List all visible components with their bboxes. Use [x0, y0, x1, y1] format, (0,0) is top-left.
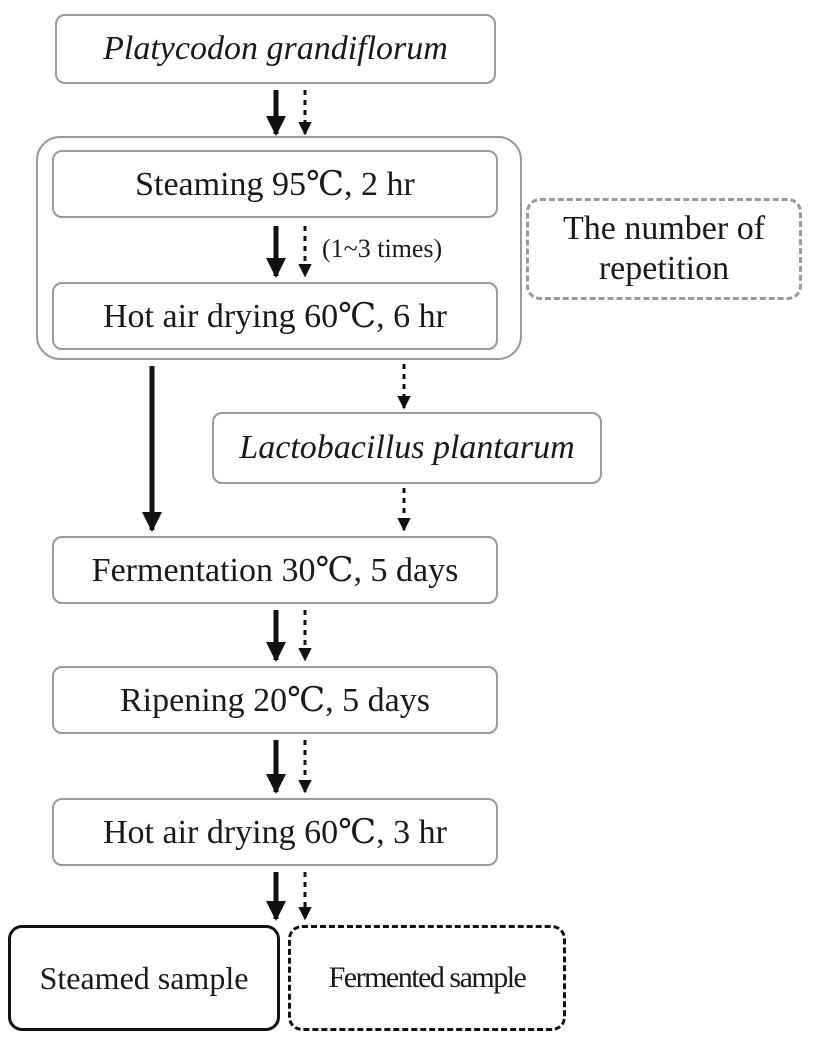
drying-1-label: Hot air drying 60℃, 6 hr	[103, 298, 447, 335]
repeat-count-note: (1~3 times)	[322, 234, 443, 263]
start-box: Platycodon grandiflorum	[55, 14, 496, 84]
fermented-sample-box: Fermented sample	[288, 925, 566, 1031]
repetition-note-box: The number of repetition	[526, 198, 802, 300]
start-label: Platycodon grandiflorum	[103, 30, 448, 67]
fermentation-label: Fermentation 30℃, 5 days	[91, 552, 459, 589]
inoculum-box: Lactobacillus plantarum	[212, 412, 602, 484]
ripening-label: Ripening 20℃, 5 days	[119, 682, 431, 719]
drying-1-box: Hot air drying 60℃, 6 hr	[52, 282, 498, 350]
drying-2-box: Hot air drying 60℃, 3 hr	[52, 798, 498, 866]
repetition-group	[36, 136, 522, 360]
steamed-sample-label: Steamed sample	[39, 959, 249, 996]
steamed-sample-box: Steamed sample	[8, 925, 280, 1031]
fermentation-box: Fermentation 30℃, 5 days	[52, 536, 498, 604]
drying-2-label: Hot air drying 60℃, 3 hr	[103, 814, 447, 851]
repetition-note-line2: repetition	[598, 250, 730, 287]
ripening-box: Ripening 20℃, 5 days	[52, 666, 498, 734]
repetition-note-line1: The number of	[562, 210, 766, 247]
fermented-sample-label: Fermented sample	[328, 961, 527, 994]
steaming-box: Steaming 95℃, 2 hr	[52, 150, 498, 218]
inoculum-label: Lactobacillus plantarum	[239, 429, 575, 466]
steaming-label: Steaming 95℃, 2 hr	[135, 166, 415, 203]
